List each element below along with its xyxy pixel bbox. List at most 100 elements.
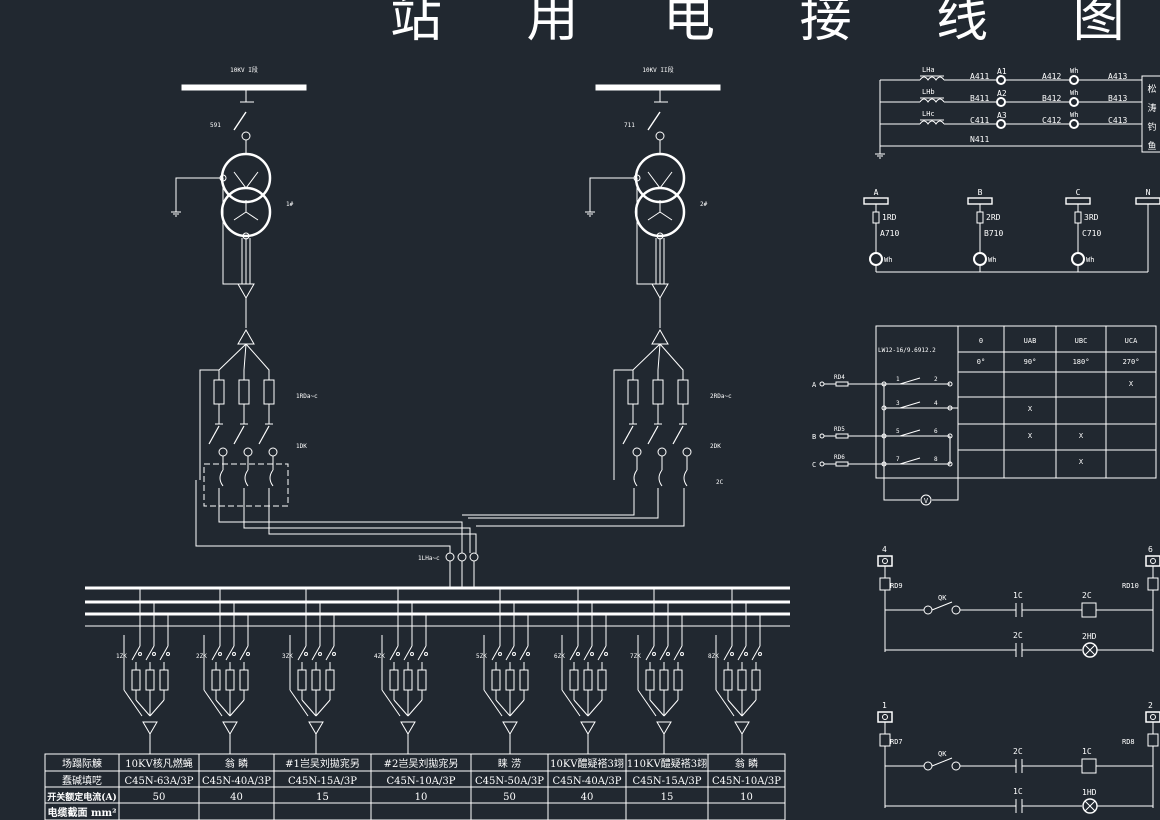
right-breaker-contact-3 [682, 447, 692, 457]
feeder-table-cell: 睐 涝 [498, 757, 521, 770]
feeder-3-cable-head [308, 721, 324, 735]
meter-ct-label: LHa [922, 66, 935, 74]
right-busbar-label: 10KV II段 [642, 66, 673, 74]
feeder-table-cell: 翁 瞵 [225, 757, 248, 770]
meter-wire-label: A413 [1108, 72, 1127, 81]
switch-angle: 90° [1024, 358, 1037, 366]
control1-left-terminal-label: 4 [882, 545, 887, 554]
right-fuse-1 [627, 379, 639, 405]
switch-input-node [819, 381, 825, 387]
feeder-7-sheath [637, 689, 657, 717]
phase-a-link [218, 488, 463, 553]
feeder-4-switch-node [396, 652, 400, 656]
feeder-2-fuse-2 [225, 669, 235, 691]
switch-input-node [819, 433, 825, 439]
feeder-table-cell: 10 [740, 792, 753, 803]
right-phase-c-link [476, 488, 685, 527]
left-switch-contact [241, 131, 251, 141]
feeder-3-switch-node [332, 652, 336, 656]
feeder-1-switch-node [152, 652, 156, 656]
feeder-table-cell: 40 [230, 792, 243, 803]
switch-angle: 270° [1123, 358, 1140, 366]
voltage-wire-label: C710 [1082, 229, 1101, 238]
meter-wire-label: B412 [1042, 94, 1061, 103]
feeder-table-cell: 10KV醴疑褡3翊 [550, 757, 624, 770]
switch-input-fuse [835, 433, 849, 439]
feeder-table-cell: 10 [415, 792, 428, 803]
feeder-8-sheath [715, 689, 735, 717]
feeder-7-label: 7ZK [630, 653, 641, 660]
feeder-2-switch-node [232, 652, 236, 656]
current-transformer-3 [469, 552, 479, 562]
left-breaker-blade-2 [233, 425, 245, 445]
meter-ct-coil-2 [919, 98, 945, 103]
feeder-5-switch-node [526, 652, 530, 656]
meter-wire-label: C411 [970, 116, 989, 125]
switch-contact-label: 7 [896, 456, 900, 463]
feeder-7-switch-blade [645, 645, 655, 661]
right-fuse-label: 2RDa~c [710, 393, 732, 400]
left-star-symbol [233, 200, 259, 221]
right-star-symbol [647, 200, 673, 221]
feeder-3-fuse-2 [311, 669, 321, 691]
feeder-table-cell: 50 [503, 792, 516, 803]
control2-contact-label: 2C [1013, 747, 1023, 756]
feeder-4-switch-blade [389, 645, 399, 661]
load-box-char: 鱼 [1147, 140, 1156, 152]
feeder-7-fuse-2 [659, 669, 669, 691]
feeder-table-cell: #2岂吴刘拋宨另 [384, 757, 459, 770]
feeder-8-fuse-1 [723, 669, 733, 691]
feeder-1-fuse-2 [145, 669, 155, 691]
control1-lamp-label: 2HD [1082, 632, 1097, 641]
wh-label: Wh [884, 256, 892, 264]
switch-model-label: LW12-16/9.6912.2 [878, 347, 936, 354]
voltage-fuse-label: 3RD [1084, 213, 1099, 222]
feeder-table-cell: C45N-40A/3P [553, 776, 622, 787]
meter-ct-label: LHc [922, 110, 935, 118]
control2-left-fuse-label: RD7 [890, 738, 903, 746]
feeder-1-fuse-3 [159, 669, 169, 691]
feeder-4-fuse-1 [389, 669, 399, 691]
feeder-table-cell: #1岂吴刘拋宨另 [285, 757, 360, 770]
feeder-6-switch-blade [583, 645, 593, 661]
feeder-8-switch-node [730, 652, 734, 656]
switch-contact-node [947, 381, 953, 387]
current-transformer-1 [445, 552, 455, 562]
left-breaker-blade-3 [258, 425, 270, 445]
feeder-4-switch-node [410, 652, 414, 656]
control1-coil [1081, 602, 1097, 618]
feeder-5-label: 5ZK [476, 653, 487, 660]
feeder-3-sheath [289, 689, 309, 717]
ammeter-label: A1 [997, 67, 1007, 76]
switch-contact-blade [899, 401, 921, 409]
meter-ct-label: LHb [922, 88, 935, 96]
left-enclosure-return [195, 480, 451, 553]
control1-right-terminal [1145, 555, 1160, 567]
ammeter-3 [996, 119, 1006, 129]
wire [741, 699, 757, 717]
switch-header: UBC [1075, 337, 1088, 345]
right-breaker-label: 2DK [710, 443, 721, 450]
left-contactor-group [203, 463, 289, 507]
control1-contact-2 [1015, 643, 1023, 657]
feeder-6-fuse-3 [597, 669, 607, 691]
feeder-2-switch-blade [211, 645, 221, 661]
feeder-8-switch-node [758, 652, 762, 656]
feeder-6-switch-node [590, 652, 594, 656]
feeder-1-fuse-1 [131, 669, 141, 691]
feeder-3-fuse-3 [325, 669, 335, 691]
meter-ct-bus [879, 79, 920, 150]
ammeter-label: A3 [997, 111, 1007, 120]
feeder-5-fuse-1 [491, 669, 501, 691]
voltage-fuse-label: 2RD [986, 213, 1001, 222]
wire [649, 699, 665, 717]
ct-label: 1LHa~c [418, 555, 440, 562]
wire [407, 699, 423, 717]
feeder-7-switch-blade [673, 645, 683, 661]
feeder-4-switch-node [424, 652, 428, 656]
feeder-3-switch-blade [311, 645, 321, 661]
meter-wire-label: B411 [970, 94, 989, 103]
feeder-6-switch-node [576, 652, 580, 656]
left-phase-fanout [218, 343, 270, 380]
right-contactor-label: 2C [716, 479, 724, 486]
